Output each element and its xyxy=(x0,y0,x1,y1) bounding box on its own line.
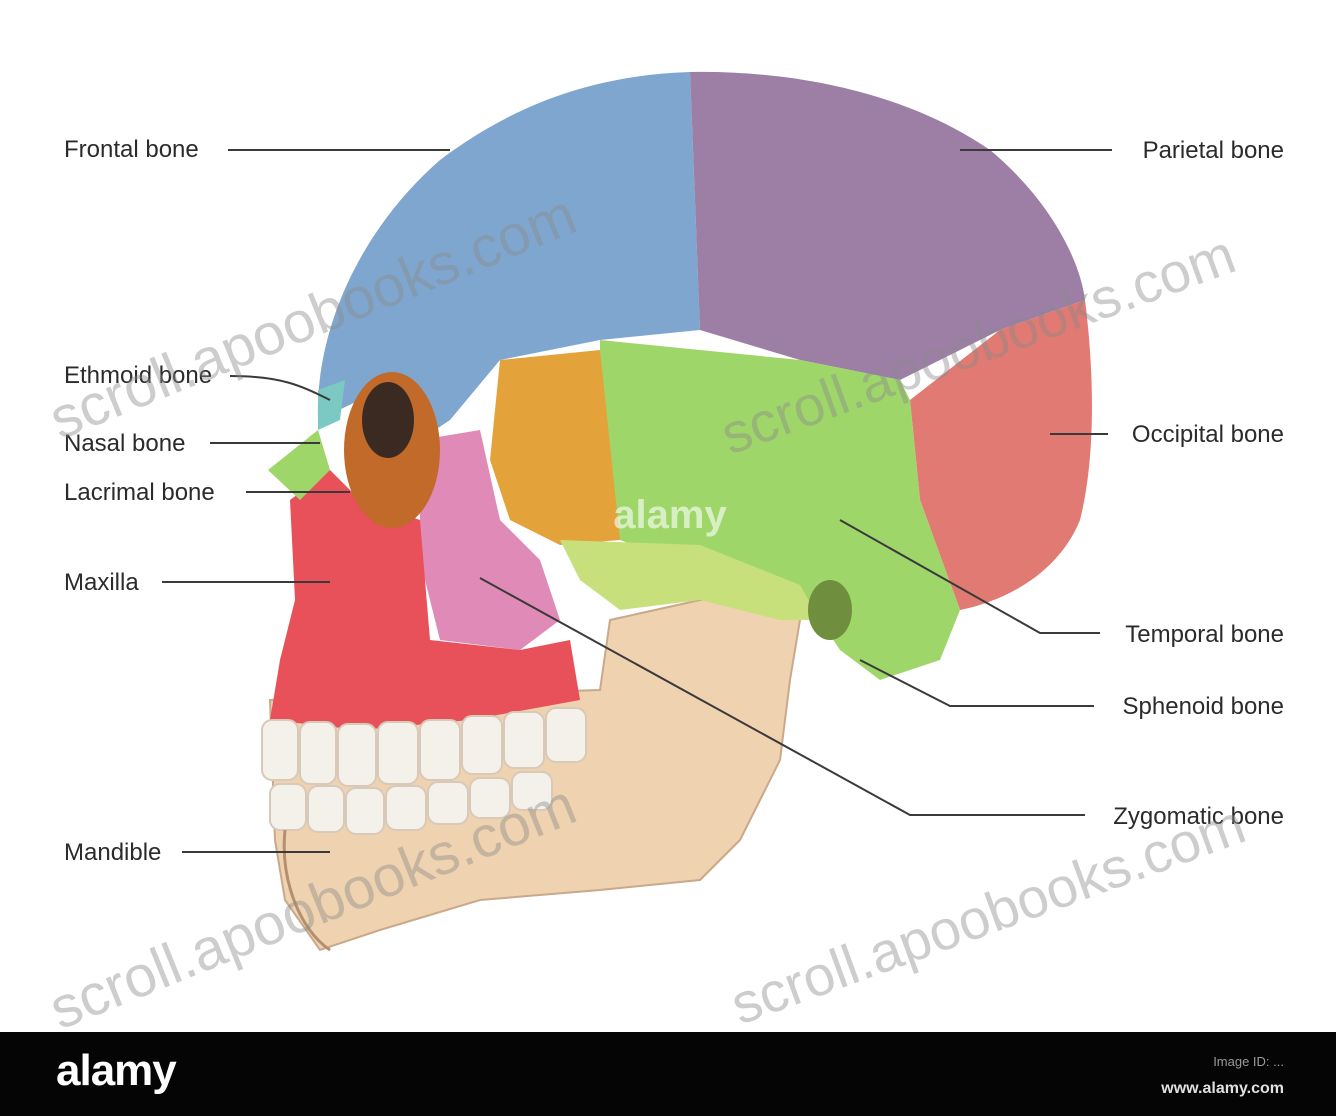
label-lacrimal-bone: Lacrimal bone xyxy=(64,479,215,506)
label-sphenoid-bone: Sphenoid bone xyxy=(1123,693,1284,720)
label-occipital-bone: Occipital bone xyxy=(1132,421,1284,448)
center-mark: alamy xyxy=(613,493,727,537)
eye-orbit-inner xyxy=(362,382,414,458)
label-mandible: Mandible xyxy=(64,839,161,866)
sphenoid-bone xyxy=(490,350,620,545)
image-id: Image ID: ... xyxy=(1213,1054,1284,1069)
ear-canal xyxy=(808,580,852,640)
skull-diagram: alamy Frontal bone Ethmoid bone Nasal bo… xyxy=(0,0,1336,1032)
label-frontal-bone: Frontal bone xyxy=(64,136,199,163)
label-maxilla: Maxilla xyxy=(64,569,139,596)
label-parietal-bone: Parietal bone xyxy=(1143,137,1284,164)
label-temporal-bone: Temporal bone xyxy=(1125,621,1284,648)
alamy-logo: alamy xyxy=(56,1046,176,1096)
footer-url: www.alamy.com xyxy=(1161,1080,1284,1098)
footer-bar: alamy Image ID: ... www.alamy.com xyxy=(0,1032,1336,1116)
